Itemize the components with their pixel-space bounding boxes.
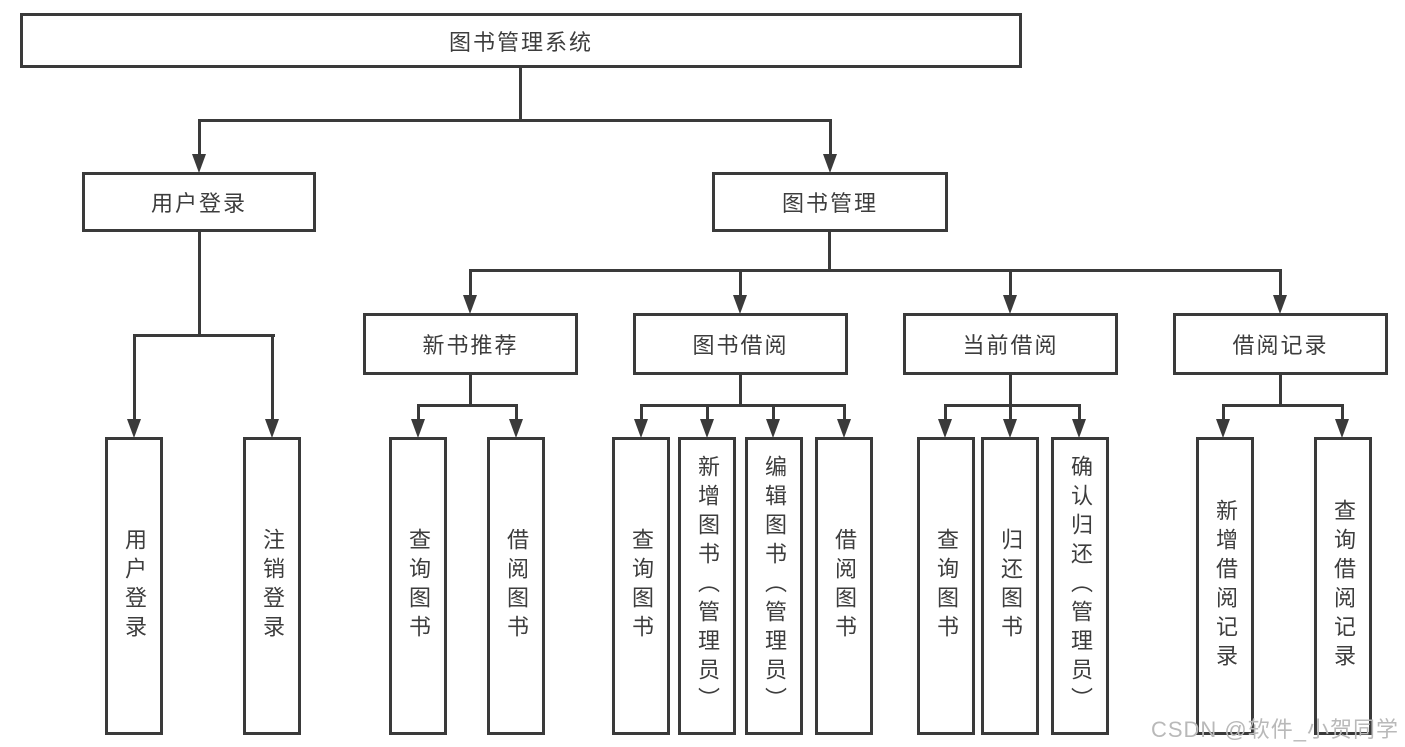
- connector-borrow-records-rail: [1222, 404, 1343, 407]
- node-label: 新书推荐: [422, 333, 519, 358]
- arrowhead-down-icon: [837, 419, 851, 438]
- leaf-label: 新增图书（管理员）: [695, 455, 720, 717]
- arrow-to-add-borrow-record: [1216, 404, 1231, 438]
- connector-book-borrow-stem: [739, 375, 742, 405]
- connector-user-login-stem: [198, 232, 201, 335]
- arrowhead-down-icon: [127, 419, 141, 438]
- arrowhead-down-icon: [634, 419, 648, 438]
- arrow-to-query-books-3: [938, 404, 953, 438]
- leaf-label: 查询图书: [629, 527, 654, 645]
- arrow-to-query-books-1: [411, 404, 426, 438]
- connector-root-stem: [519, 68, 522, 120]
- connector-current-borrow-rail: [945, 404, 1081, 407]
- leaf-label: 编辑图书（管理员）: [762, 455, 787, 717]
- arrow-to-user-login: [192, 119, 207, 173]
- node-current-borrowing: 当前借阅: [903, 313, 1118, 375]
- node-label: 图书管理: [781, 191, 878, 216]
- connector-borrow-records-stem: [1279, 375, 1282, 405]
- leaf-add-borrow-record: 新增借阅记录: [1196, 437, 1254, 735]
- arrowhead-down-icon: [265, 419, 279, 438]
- connector-user-login-rail: [133, 334, 275, 337]
- arrowhead-down-icon: [1273, 295, 1287, 314]
- leaf-edit-books-admin: 编辑图书（管理员）: [745, 437, 803, 735]
- connector-new-book-stem: [469, 375, 472, 405]
- connector-new-book-rail: [417, 404, 518, 407]
- node-label: 图书借阅: [692, 333, 789, 358]
- connector-current-borrow-stem: [1009, 375, 1012, 405]
- arrow-to-borrow-books-1: [509, 404, 524, 438]
- arrowhead-down-icon: [938, 419, 952, 438]
- leaf-label: 归还图书: [998, 527, 1023, 645]
- arrow-to-query-borrow-record: [1335, 404, 1350, 438]
- arrow-to-return-books: [1003, 404, 1018, 438]
- leaf-borrow-books-2: 借阅图书: [815, 437, 873, 735]
- arrowhead-down-icon: [1072, 419, 1086, 438]
- leaf-label: 注销登录: [260, 527, 285, 645]
- arrow-to-leaf-user-login: [127, 334, 142, 438]
- connector-root-rail: [198, 119, 832, 122]
- node-library-management-system: 图书管理系统: [20, 13, 1022, 68]
- leaf-query-books-3: 查询图书: [917, 437, 975, 735]
- leaf-user-login: 用户登录: [105, 437, 163, 735]
- arrowhead-down-icon: [1003, 419, 1017, 438]
- arrowhead-down-icon: [733, 295, 747, 314]
- arrow-to-book-borrowing: [733, 269, 748, 314]
- leaf-confirm-return-admin: 确认归还（管理员）: [1051, 437, 1109, 735]
- node-new-book-recommend: 新书推荐: [363, 313, 578, 375]
- node-book-borrowing: 图书借阅: [633, 313, 848, 375]
- csdn-watermark: CSDN @软件_小贺同学: [1150, 717, 1399, 742]
- arrowhead-down-icon: [700, 419, 714, 438]
- leaf-label: 查询借阅记录: [1331, 498, 1356, 674]
- arrow-to-borrow-books-2: [837, 404, 852, 438]
- arrow-to-add-books: [700, 404, 715, 438]
- connector-book-mgmt-stem: [828, 232, 831, 270]
- leaf-label: 借阅图书: [832, 527, 857, 645]
- leaf-query-borrow-record: 查询借阅记录: [1314, 437, 1372, 735]
- leaf-borrow-books-1: 借阅图书: [487, 437, 545, 735]
- leaf-label: 借阅图书: [504, 527, 529, 645]
- leaf-label: 查询图书: [406, 527, 431, 645]
- arrowhead-down-icon: [1335, 419, 1349, 438]
- arrowhead-down-icon: [823, 154, 837, 173]
- arrow-to-edit-books: [766, 404, 781, 438]
- arrowhead-down-icon: [766, 419, 780, 438]
- arrow-to-borrowing-records: [1273, 269, 1288, 314]
- arrow-to-confirm-return: [1072, 404, 1087, 438]
- connector-book-mgmt-rail: [469, 269, 1282, 272]
- arrow-to-leaf-logout: [265, 334, 280, 438]
- arrow-to-new-book-recommend: [463, 269, 478, 314]
- leaf-add-books-admin: 新增图书（管理员）: [678, 437, 736, 735]
- leaf-return-books: 归还图书: [981, 437, 1039, 735]
- arrow-to-book-management: [823, 119, 838, 173]
- node-label: 图书管理系统: [448, 29, 593, 55]
- leaf-query-books-2: 查询图书: [612, 437, 670, 735]
- arrow-to-current-borrowing: [1003, 269, 1018, 314]
- leaf-label: 用户登录: [122, 527, 147, 645]
- leaf-label: 确认归还（管理员）: [1068, 455, 1093, 717]
- arrowhead-down-icon: [509, 419, 523, 438]
- arrowhead-down-icon: [192, 154, 206, 173]
- node-label: 用户登录: [150, 191, 247, 216]
- arrowhead-down-icon: [463, 295, 477, 314]
- leaf-logout-login: 注销登录: [243, 437, 301, 735]
- node-borrowing-records: 借阅记录: [1173, 313, 1388, 375]
- leaf-query-books-1: 查询图书: [389, 437, 447, 735]
- node-label: 借阅记录: [1232, 333, 1329, 358]
- arrowhead-down-icon: [411, 419, 425, 438]
- node-user-login: 用户登录: [82, 172, 316, 232]
- leaf-label: 查询图书: [934, 527, 959, 645]
- arrowhead-down-icon: [1216, 419, 1230, 438]
- connector-book-borrow-rail: [640, 404, 845, 407]
- arrowhead-down-icon: [1003, 295, 1017, 314]
- node-book-management: 图书管理: [712, 172, 948, 232]
- leaf-label: 新增借阅记录: [1213, 498, 1238, 674]
- arrow-to-query-books-2: [634, 404, 649, 438]
- node-label: 当前借阅: [962, 333, 1059, 358]
